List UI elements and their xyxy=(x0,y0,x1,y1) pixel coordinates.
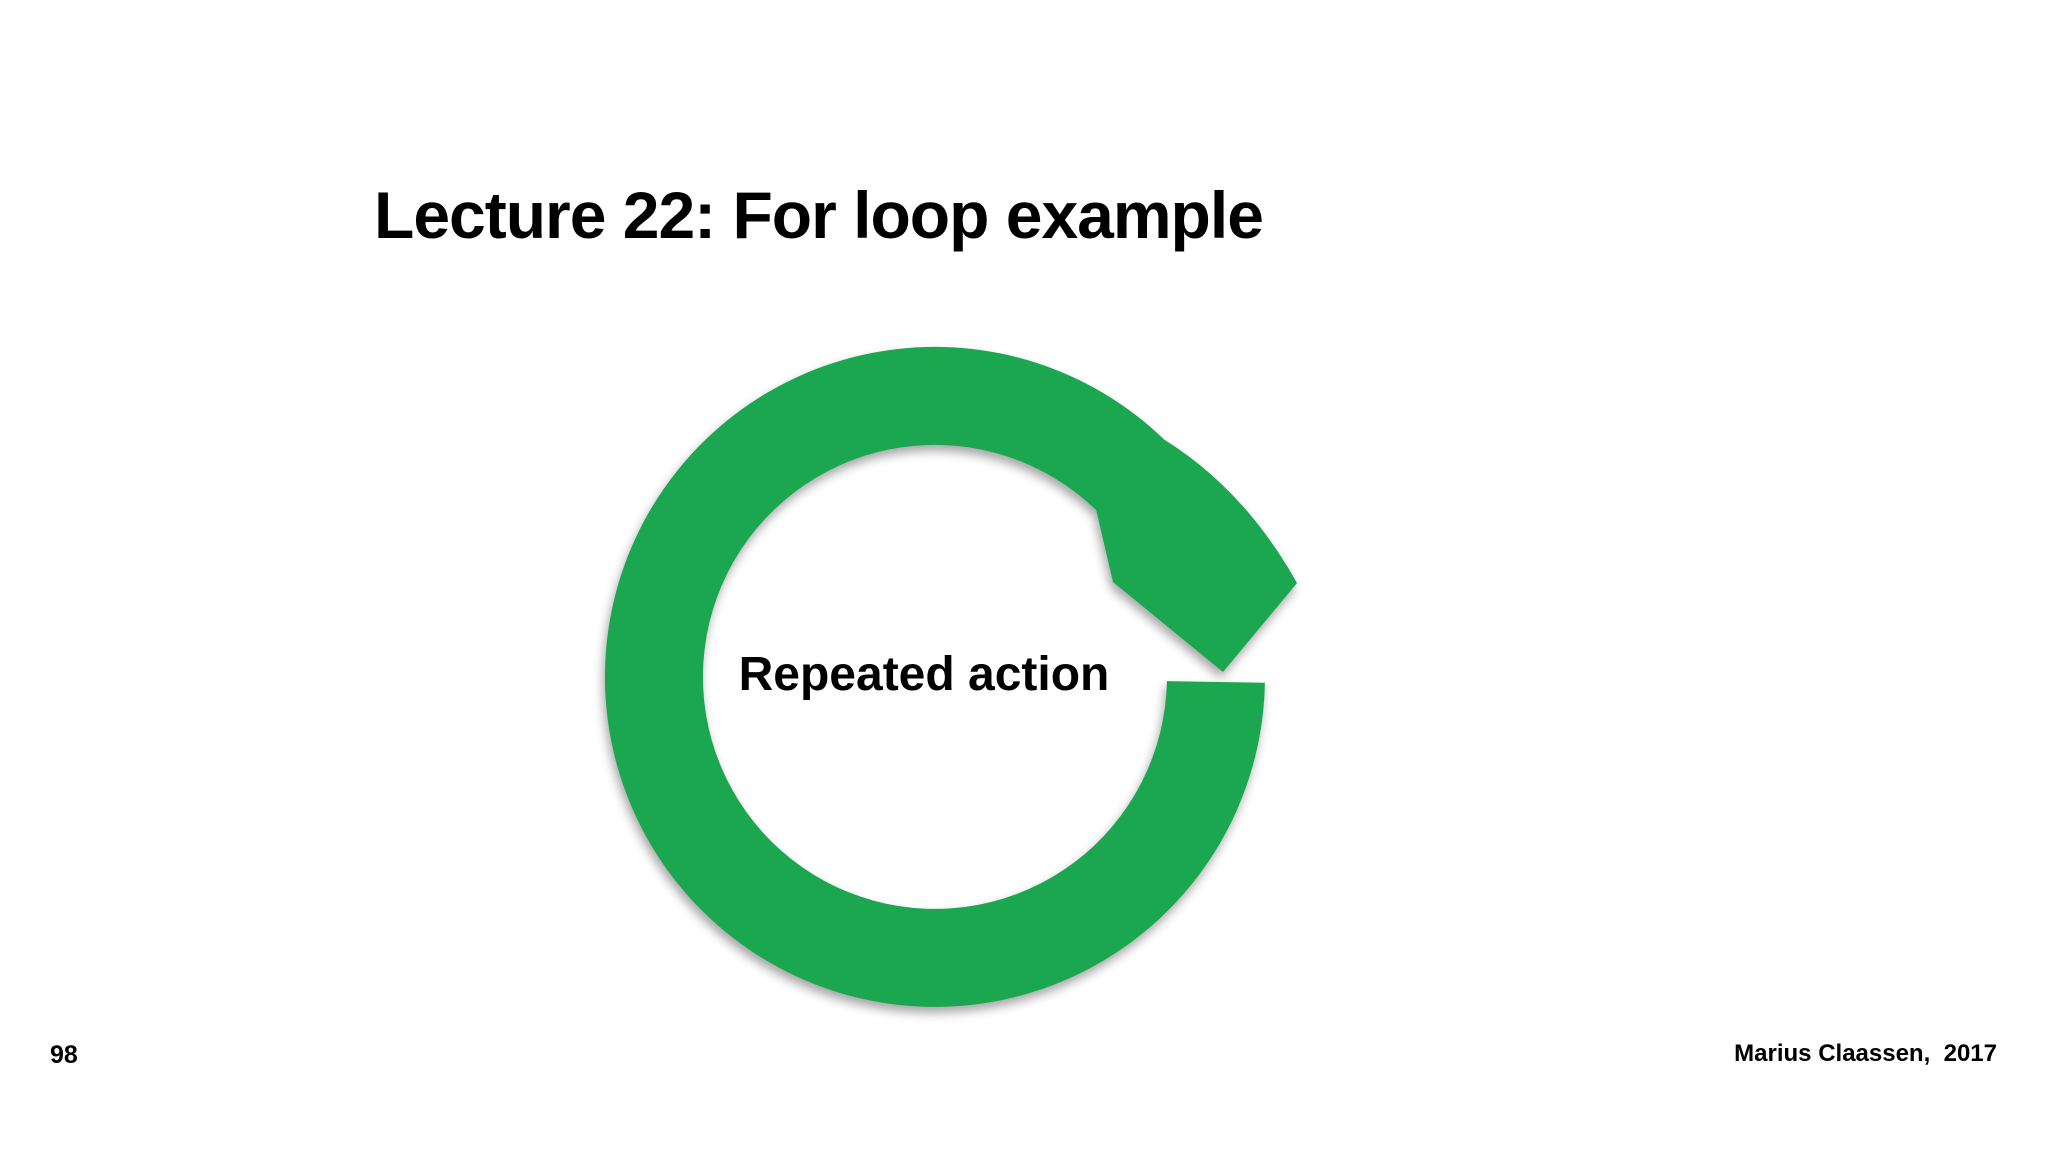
page-number: 98 xyxy=(50,1041,78,1069)
loop-arrow-icon xyxy=(604,346,1297,1007)
loop-label: Repeated action xyxy=(738,648,1110,701)
slide-title: Lecture 22: For loop example xyxy=(374,178,1264,253)
credit-text: Marius Claassen, 2017 xyxy=(1734,1040,1997,1067)
